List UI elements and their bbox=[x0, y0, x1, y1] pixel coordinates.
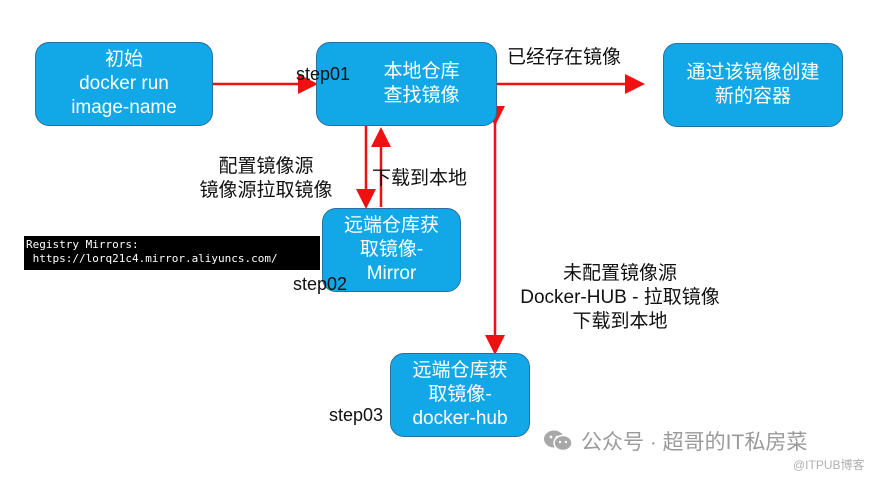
node-mirror-line3: Mirror bbox=[366, 263, 417, 284]
node-hub-line3: docker-hub bbox=[412, 408, 508, 429]
node-local-repo-line1: 本地仓库 bbox=[383, 61, 460, 82]
label-hub-config: 未配置镜像源 Docker-HUB - 拉取镜像 下载到本地 bbox=[505, 262, 735, 334]
label-hub-config-line3: 下载到本地 bbox=[572, 311, 668, 332]
node-hub-line1: 远端仓库获 bbox=[412, 360, 508, 381]
node-hub-repo: 远端仓库获 取镜像- docker-hub bbox=[390, 353, 530, 437]
node-start-title: 初始 bbox=[104, 49, 143, 70]
label-hub-config-line1: 未配置镜像源 bbox=[562, 263, 677, 284]
node-local-repo: 本地仓库 查找镜像 bbox=[316, 42, 497, 126]
label-image-exists: 已经存在镜像 bbox=[507, 47, 622, 68]
node-create-line2: 新的容器 bbox=[714, 86, 791, 107]
step01-label: step01 bbox=[296, 64, 351, 84]
node-mirror-line1: 远端仓库获 bbox=[343, 215, 439, 236]
node-start-image: image-name bbox=[71, 97, 177, 118]
terminal-line2: https://lorq21c4.mirror.aliyuncs.com/ bbox=[26, 252, 278, 265]
node-mirror-repo: 远端仓库获 取镜像- Mirror bbox=[322, 208, 461, 292]
terminal-line1: Registry Mirrors: bbox=[26, 238, 139, 251]
watermark-text: 公众号 · 超哥的IT私房菜 bbox=[581, 431, 808, 454]
watermark: 公众号 · 超哥的IT私房菜 bbox=[543, 426, 807, 456]
node-local-repo-line2: 查找镜像 bbox=[383, 85, 460, 106]
watermark-source: @ITPUB博客 bbox=[793, 458, 865, 472]
node-create-container: 通过该镜像创建 新的容器 bbox=[663, 43, 843, 127]
node-mirror-line2: 取镜像- bbox=[359, 239, 424, 260]
step03-label: step03 bbox=[329, 405, 384, 425]
node-create-line1: 通过该镜像创建 bbox=[686, 62, 820, 83]
registry-mirrors-terminal: Registry Mirrors: https://lorq21c4.mirro… bbox=[24, 236, 320, 270]
label-download-local: 下载到本地 bbox=[372, 168, 468, 189]
label-hub-config-line2: Docker-HUB - 拉取镜像 bbox=[520, 287, 720, 308]
node-start: 初始 docker run image-name bbox=[35, 42, 213, 126]
label-mirror-config: 配置镜像源 镜像源拉取镜像 bbox=[186, 155, 346, 203]
label-mirror-config-line2: 镜像源拉取镜像 bbox=[199, 180, 333, 201]
step02-label: step02 bbox=[293, 274, 348, 294]
node-start-command: docker run bbox=[79, 73, 169, 94]
wechat-icon bbox=[544, 430, 573, 452]
node-hub-line2: 取镜像- bbox=[428, 384, 492, 405]
label-mirror-config-line1: 配置镜像源 bbox=[218, 156, 314, 177]
